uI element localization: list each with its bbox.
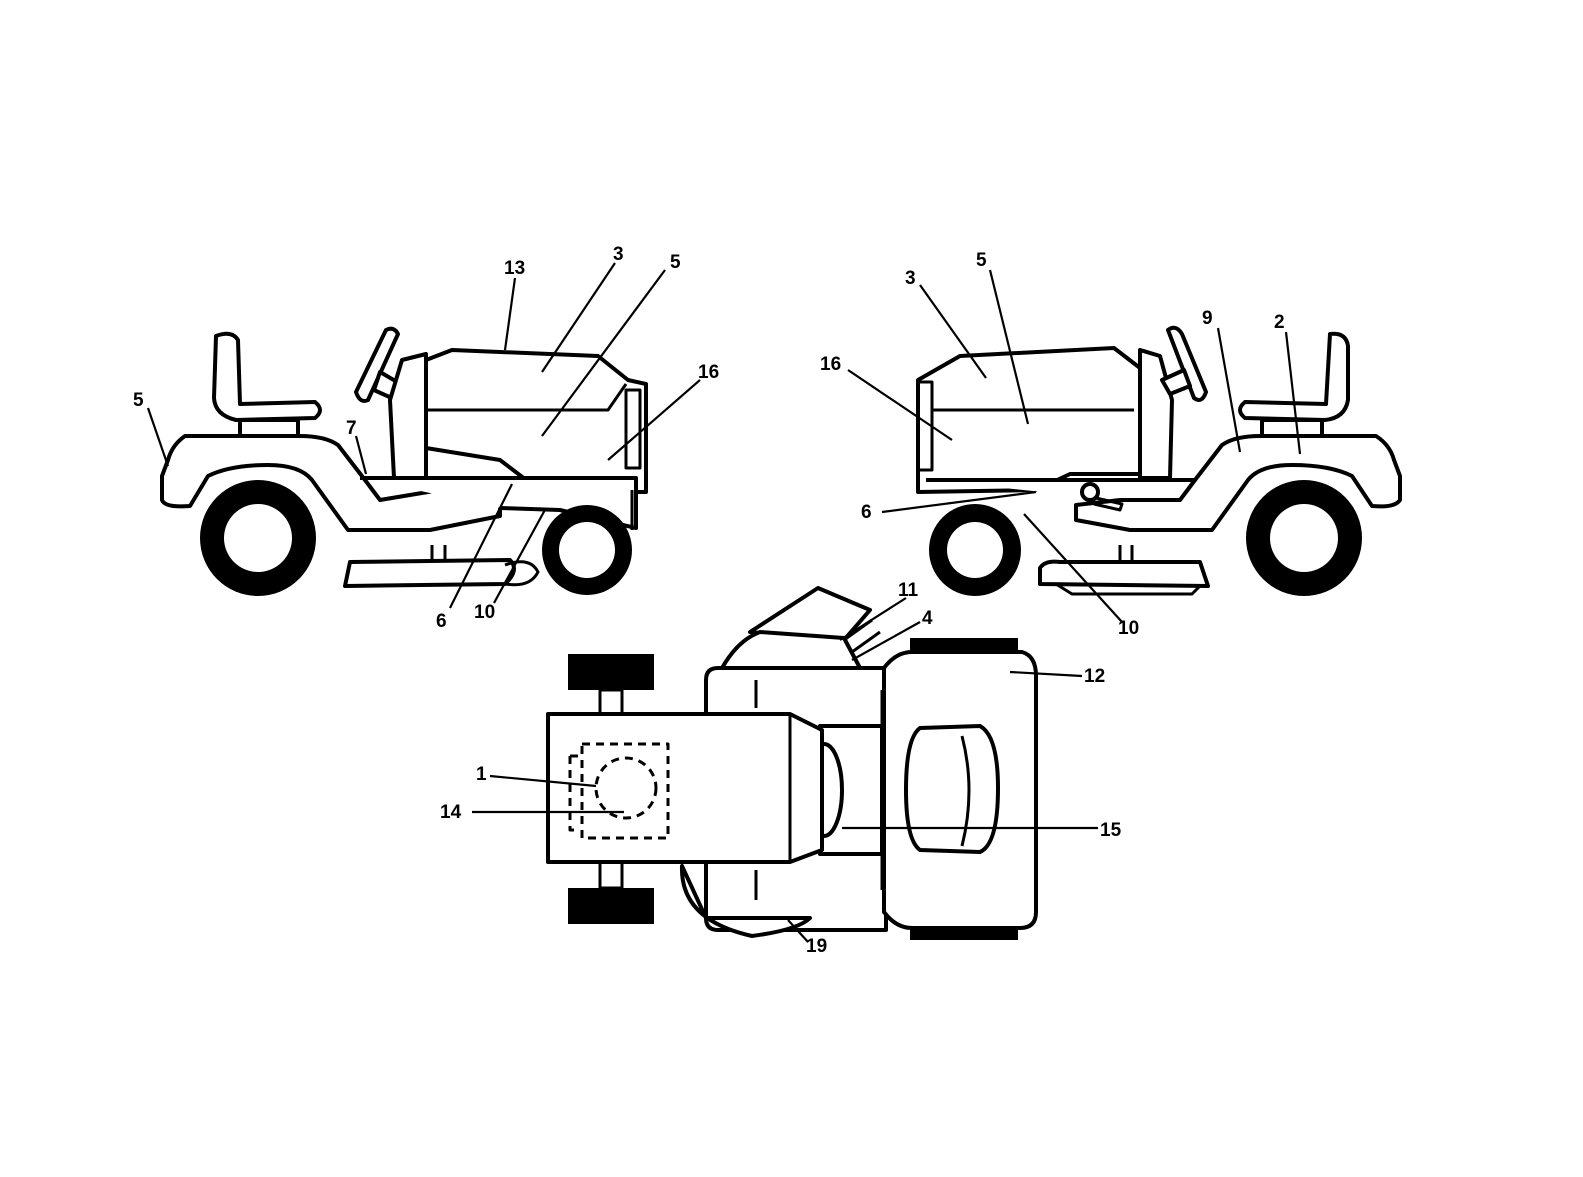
right-seat [1238,331,1350,422]
left-dash [388,352,428,480]
left-mower-deck [343,558,516,588]
callout-labels: 13 3 5 16 5 7 6 10 3 5 16 9 2 6 10 11 4 … [133,244,1285,957]
right-side-view-tractor [916,325,1402,596]
right-callout-lines [847,269,1302,623]
left-hood [424,348,648,494]
callout-9-right: 9 [1202,308,1213,329]
top-view-tractor [546,586,1038,940]
right-hood [916,346,1142,494]
callout-13-left: 13 [504,258,525,279]
callout-7-left: 7 [346,418,357,439]
top-callout-lines [472,597,1098,943]
callout-5-left-fender: 5 [133,390,144,411]
callout-12-top: 12 [1084,666,1105,687]
right-rear-fender [1074,434,1402,532]
callout-16-right: 16 [820,354,841,375]
left-seat [212,331,322,422]
callout-3-left: 3 [613,244,624,265]
left-side-view-tractor [160,326,648,596]
left-callout-lines [146,262,701,609]
callout-6-left: 6 [436,611,447,632]
left-steering-wheel [354,326,400,403]
rear-fender [160,434,502,532]
top-front-right-wheel [568,888,654,924]
callout-15-top: 15 [1100,820,1122,841]
callout-6-right: 6 [861,502,872,523]
callout-4-top: 4 [922,608,933,629]
callout-10-left: 10 [474,602,495,623]
right-steering-wheel [1166,325,1208,402]
right-dash [1138,348,1174,480]
callout-1-top: 1 [476,764,487,785]
top-front-left-wheel [568,654,654,690]
top-engine-dashed [594,756,658,820]
callout-5-right: 5 [976,250,987,271]
right-mower-deck [1038,559,1210,588]
callout-14-top: 14 [440,802,462,823]
callout-3-right: 3 [905,268,916,289]
top-bag [679,864,812,938]
callout-19-top: 19 [806,936,827,957]
callout-10-right: 10 [1118,618,1139,639]
callout-2-right: 2 [1274,312,1285,333]
callout-16-left: 16 [698,362,719,383]
callout-11-top: 11 [898,580,919,601]
top-seat [904,724,1000,854]
top-hood [546,712,824,864]
left-seat-base [238,418,300,438]
right-seat-base [1260,418,1324,438]
callout-5-left-hood: 5 [670,252,681,273]
